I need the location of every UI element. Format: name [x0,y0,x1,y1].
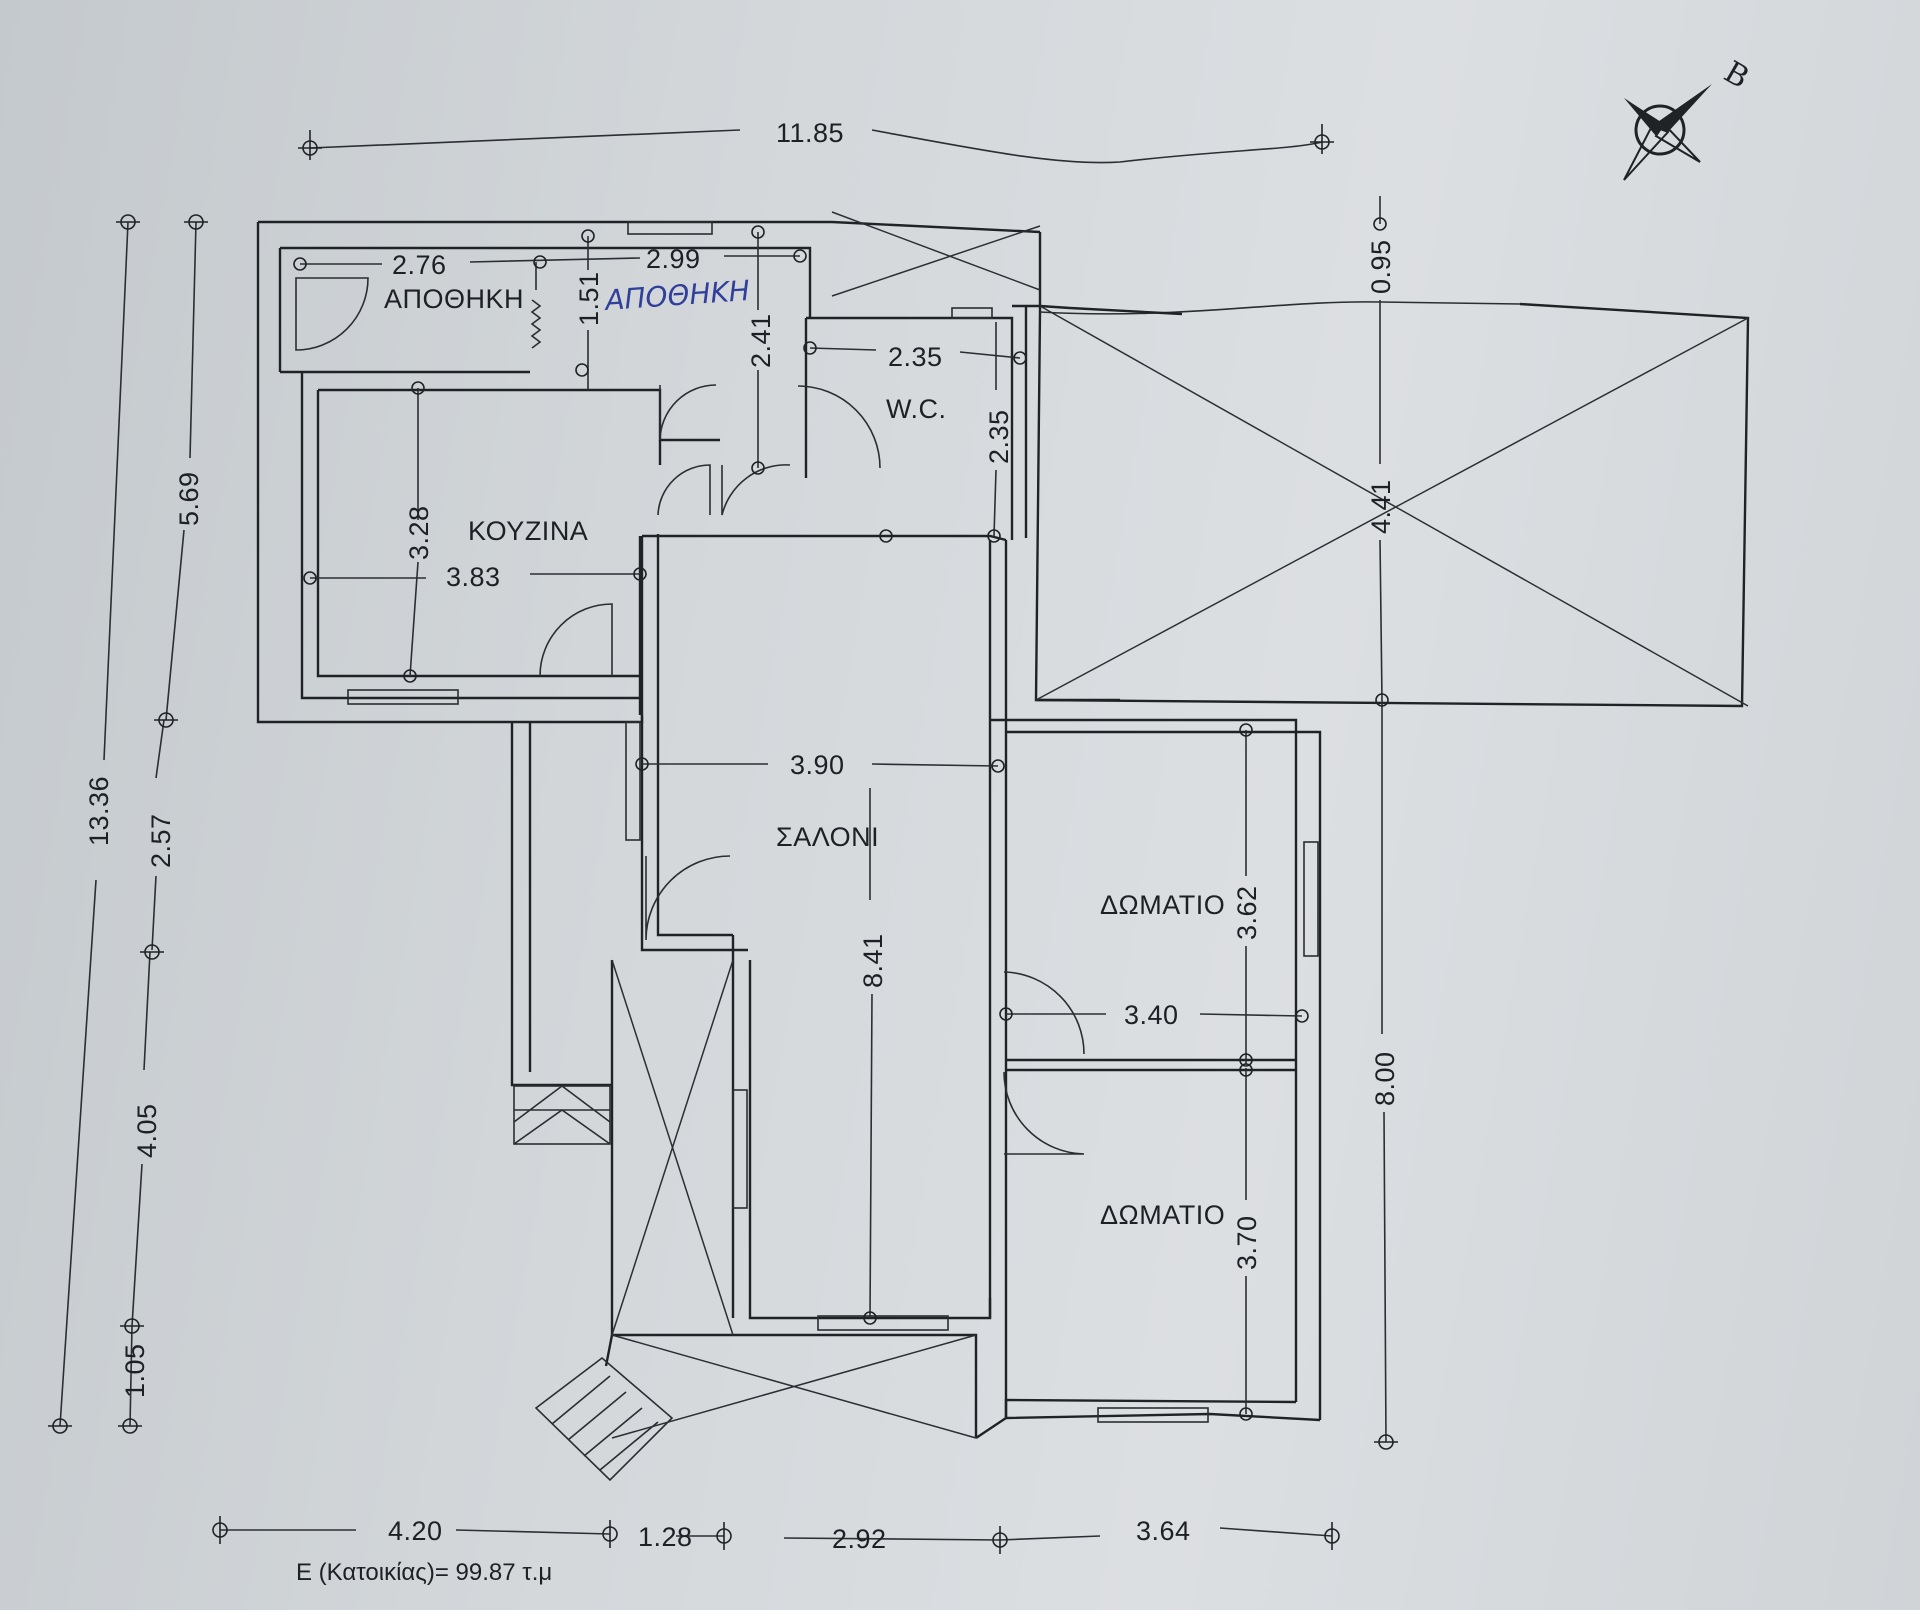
tick [403,669,417,683]
tick [533,255,547,269]
dimension-labels: 11.85 2.76 2.99 1.51 2.41 2.35 2.35 3.28… [84,118,1400,1554]
dim-terrace-depth: 4.41 [1366,479,1396,534]
tick [992,1526,1008,1554]
dim-bottom-seg-3: 2.92 [832,1524,887,1554]
tick [116,214,140,230]
tick [999,1007,1013,1021]
tick [298,130,322,160]
room-labels: ΑΠΟΘΗΚΗ ΑΠΟΘΗΚΗ W.C. ΚΟΥΖΙΝΑ ΣΑΛΟΝΙ ΔΩΜΑ… [384,274,1225,1230]
dim-storage-2-depth: 1.51 [574,271,604,326]
dim-wc-depth: 2.35 [984,409,1014,464]
tick [803,341,817,355]
tick [635,757,649,771]
tick [1373,217,1387,231]
dim-storage-1-width: 2.76 [392,250,447,280]
dim-bedroom-2-depth: 3.70 [1232,1215,1262,1270]
tick [118,1418,142,1434]
dim-left-upper: 5.69 [174,471,204,526]
compass-letter: B [1718,55,1755,96]
tick [793,249,807,263]
walls [256,220,1750,1439]
tick [1375,693,1389,707]
room-label-storage: ΑΠΟΘΗΚΗ [384,284,524,314]
dim-kitchen-depth: 3.28 [404,505,434,560]
tick [1295,1009,1309,1023]
dim-wc-width: 2.35 [888,342,943,372]
tick [879,529,893,543]
dim-left-seg-4: 1.05 [120,1343,150,1398]
dim-kitchen-width: 3.83 [446,562,501,592]
tick [212,1516,228,1544]
dim-right-total: 8.00 [1370,1051,1400,1106]
tick [1239,1063,1253,1077]
doors [295,277,1085,1155]
dim-bottom-seg-2: 1.28 [638,1522,693,1552]
dim-bedroom-width: 3.40 [1124,1000,1179,1030]
tick [602,1520,618,1548]
tick [411,381,425,395]
tick [987,529,1001,543]
dim-terrace-top: 0.95 [1366,239,1396,294]
tick [140,944,164,960]
dim-storage-depth-2: 2.41 [746,313,776,368]
room-label-living-room: ΣΑΛΟΝΙ [776,822,879,852]
dim-living-depth: 8.41 [858,933,888,988]
dimension-lines [59,129,1387,1541]
dim-left-seg-2: 2.57 [146,813,176,868]
tick [1239,1053,1253,1067]
tick [154,712,178,728]
dim-living-width: 3.90 [790,750,845,780]
dim-bottom-seg-1: 4.20 [388,1516,443,1546]
dim-storage-2-width: 2.99 [646,244,701,274]
room-label-kitchen: ΚΟΥΖΙΝΑ [468,516,588,546]
north-arrow-icon: B [1623,55,1755,181]
tick [581,229,595,243]
tick [863,1311,877,1325]
tick [1239,1407,1253,1421]
dimension-ticks [48,124,1398,1554]
tick [633,567,647,581]
dim-top-total: 11.85 [776,118,844,148]
dim-bottom-seg-4: 3.64 [1136,1516,1191,1546]
tick [184,214,208,230]
dim-left-seg-3: 4.05 [132,1103,162,1158]
room-label-bedroom-2: ΔΩΜΑΤΙΟ [1100,1200,1225,1230]
room-label-wc: W.C. [886,394,947,424]
tick [575,363,589,377]
stairs-and-voids [513,211,1749,1482]
tick [716,1522,732,1550]
tick [1239,723,1253,737]
tick [991,759,1005,773]
tick [1013,351,1027,365]
room-label-storage-handwritten: ΑΠΟΘΗΚΗ [602,274,751,317]
room-label-bedroom-1: ΔΩΜΑΤΙΟ [1100,890,1225,920]
tick [293,257,307,271]
tick [1324,1522,1340,1550]
tick [120,1318,144,1334]
area-note: Ε (Κατοικίας)= 99.87 τ.μ [296,1559,552,1586]
dim-bedroom-1-depth: 3.62 [1232,885,1262,940]
windows [347,221,1319,1423]
tick [751,225,765,239]
dim-left-total: 13.36 [84,776,114,846]
tick [1374,1434,1398,1450]
tick [1310,124,1334,154]
tick [303,571,317,585]
tick [48,1418,72,1434]
tick [751,461,765,475]
